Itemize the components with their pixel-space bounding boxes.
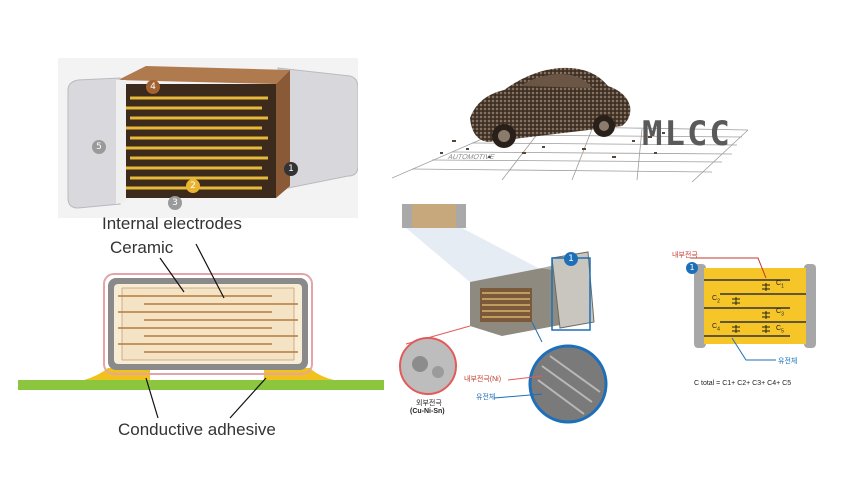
cap-label-3: C3 xyxy=(776,308,784,318)
callout-1-right: 1 xyxy=(686,262,698,274)
car-chips-graphic xyxy=(391,67,750,183)
cap-label-4: C4 xyxy=(712,323,720,333)
callout-2: 2 xyxy=(186,179,200,193)
mlcc-cross-section: Internal electrodes Ceramic Conductive a… xyxy=(18,208,388,448)
callout-4: 4 xyxy=(146,80,160,94)
callout-1: 1 xyxy=(284,162,298,176)
label-inner-electrode-right: 내부전극 xyxy=(672,252,698,259)
label-inner-electrode: 내부전극(Ni) xyxy=(464,376,502,383)
cap-label-1: C1 xyxy=(776,280,784,290)
magnified-structure-graphic xyxy=(399,204,608,424)
label-conductive-adhesive: Conductive adhesive xyxy=(118,420,276,439)
callout-3: 3 xyxy=(168,196,182,210)
label-internal-electrodes: Internal electrodes xyxy=(102,214,242,233)
cross-section-graphic xyxy=(18,243,384,419)
parallel-capacitor-schematic: 1 내부전극 유전체 C1 C2 C3 C4 C5 C total = C1+ … xyxy=(672,238,830,398)
callout-1-middle: 1 xyxy=(564,252,578,266)
mlcc-cutaway-illustration xyxy=(58,58,359,218)
mlcc-logo-text: MLCC xyxy=(642,114,732,154)
mlcc-magnified-structure: 1 외부전극 (Cu-Ni-Sn) 내부전극(Ni) 유전체 xyxy=(392,196,622,432)
mlcc-car-illustration: MLCC AUTOMOTIVE xyxy=(391,56,750,183)
mlcc-cutaway-3d: 4 5 2 3 1 xyxy=(58,58,359,218)
capacitor-schematic-graphic xyxy=(690,257,816,361)
cap-label-2: C2 xyxy=(712,295,720,305)
label-dielectric: 유전체 xyxy=(476,394,496,401)
label-dielectric-right: 유전체 xyxy=(778,358,798,365)
cap-label-5: C5 xyxy=(776,325,784,335)
label-outer-electrode-sub: (Cu-Ni-Sn) xyxy=(410,408,445,415)
ground-text: AUTOMOTIVE xyxy=(446,154,496,161)
callout-5: 5 xyxy=(92,140,106,154)
label-outer-electrode: 외부전극 xyxy=(416,400,442,407)
capacitance-formula: C total = C1+ C2+ C3+ C4+ C5 xyxy=(694,380,792,387)
label-ceramic: Ceramic xyxy=(110,238,174,257)
